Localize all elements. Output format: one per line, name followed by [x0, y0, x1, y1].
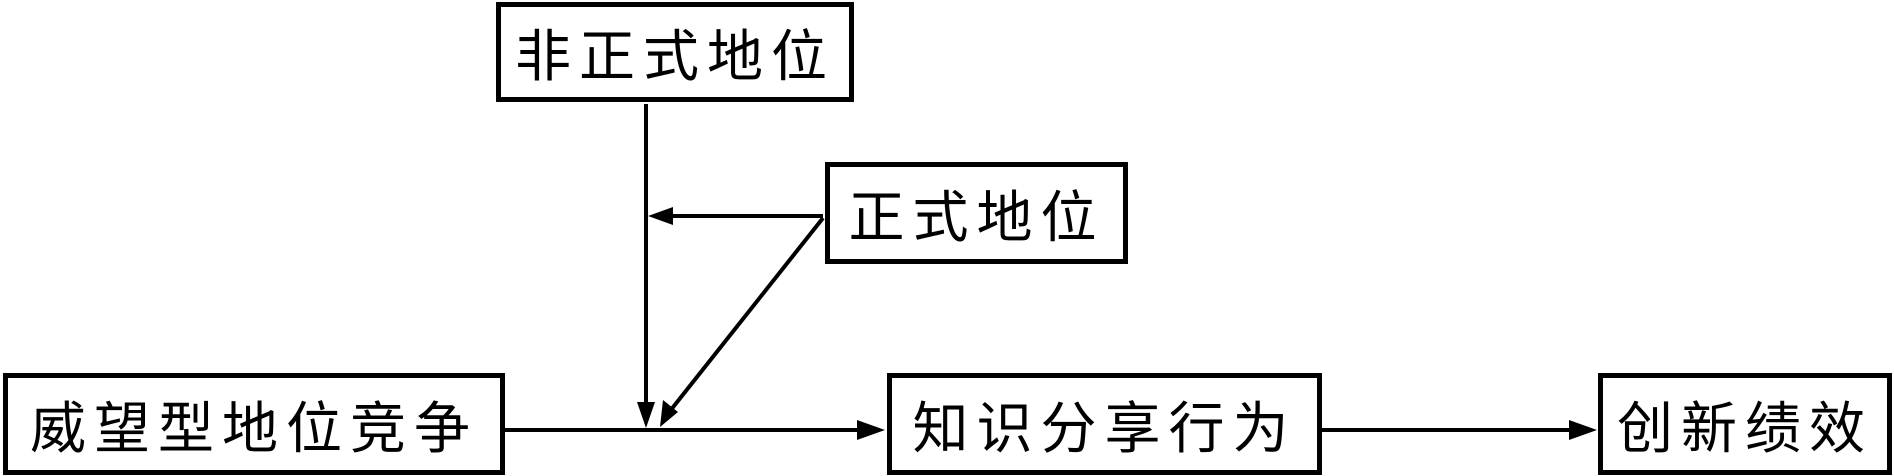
node-informal-status: 非正式地位 — [496, 2, 854, 102]
arrowhead-formal-horizontal — [648, 207, 673, 225]
node-formal-status: 正式地位 — [825, 162, 1128, 264]
node-prestige-competition: 威望型地位竞争 — [3, 373, 505, 475]
node-formal-status-label: 正式地位 — [848, 185, 1105, 251]
arrowhead-informal — [637, 402, 655, 428]
node-innovation-performance-label: 创新绩效 — [1617, 396, 1873, 462]
node-informal-status-label: 非正式地位 — [515, 24, 835, 90]
node-prestige-competition-label: 威望型地位竞争 — [30, 396, 478, 462]
node-knowledge-sharing: 知识分享行为 — [887, 373, 1322, 475]
node-innovation-performance: 创新绩效 — [1598, 373, 1892, 475]
arrow-formal-to-main-path — [668, 216, 825, 413]
arrowhead-innovation — [1569, 420, 1597, 440]
arrowhead-formal-diagonal — [660, 400, 678, 427]
node-knowledge-sharing-label: 知识分享行为 — [912, 396, 1297, 462]
arrowhead-knowledge — [857, 420, 885, 440]
